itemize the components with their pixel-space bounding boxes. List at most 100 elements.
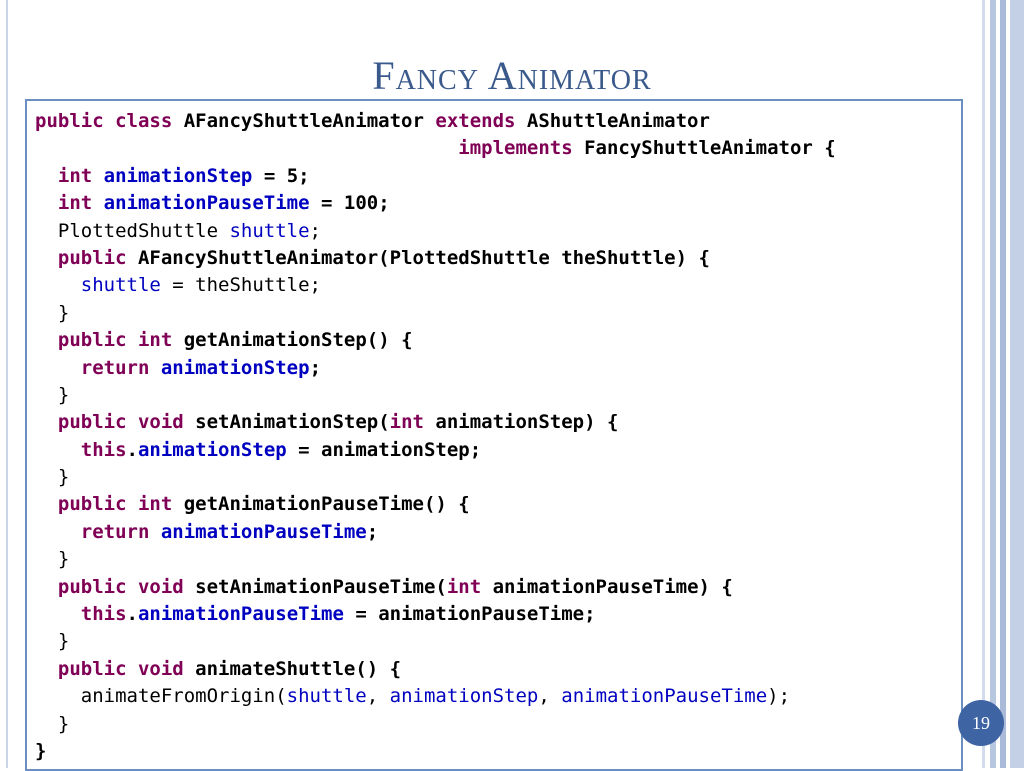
code-keyword: public [57,246,138,269]
code-field: animationStep [389,685,539,708]
code-text: = 100; [309,192,390,215]
code-keyword: extends [435,110,527,132]
code-field: animationPauseTime [137,603,344,626]
code-line: this.animationPauseTime = animationPause… [35,601,836,628]
code-field: shuttle [229,219,310,242]
code-text: } [35,739,47,762]
code-text: getAnimationStep() { [183,329,413,352]
code-text: = animationStep; [286,438,482,461]
code-text [35,192,58,214]
code-listing: public class AFancyShuttleAnimator exten… [35,108,836,765]
code-text: setAnimationStep( [195,411,390,434]
code-text [35,576,58,598]
code-line: } [35,464,836,491]
code-keyword: this [80,603,127,626]
code-text [35,658,58,680]
code-line: } [35,546,836,573]
code-text: } [35,301,70,324]
code-field: animationPauseTime [160,520,367,543]
code-keyword: public void [57,575,196,598]
code-text: ; [309,356,322,379]
code-text [35,274,81,296]
code-text: = theShuttle; [160,274,321,297]
code-line: implements FancyShuttleAnimator { [35,135,836,162]
slide-title: Fancy Animator [372,53,652,98]
code-text: , [366,685,390,708]
code-text: animationStep) { [435,411,619,434]
code-keyword: int [57,192,104,215]
code-text: AFancyShuttleAnimator [183,110,436,132]
code-line: public void setAnimationPauseTime(int an… [35,574,836,601]
code-line: } [35,300,836,327]
code-text: FancyShuttleAnimator { [584,137,836,160]
code-text: getAnimationPauseTime() { [183,493,470,516]
code-line: int animationStep = 5; [35,163,836,190]
code-text [35,603,81,625]
code-text [35,521,81,543]
code-line: } [35,628,836,655]
code-keyword: int [57,164,104,187]
code-text: . [126,603,138,626]
code-text: ; [309,219,321,242]
code-text [35,329,58,351]
code-line: public void setAnimationStep(int animati… [35,409,836,436]
code-field: animationPauseTime [561,685,768,708]
code-keyword: int [446,575,493,598]
code-text [35,165,58,187]
code-text: AFancyShuttleAnimator(PlottedShuttle the… [137,246,710,269]
code-keyword: public void [57,411,196,434]
code-line: return animationPauseTime; [35,519,836,546]
code-line: } [35,738,836,765]
code-text: PlottedShuttle [35,219,230,242]
code-keyword: public int [57,493,184,516]
code-field: shuttle [80,274,161,297]
code-line: return animationStep; [35,355,836,382]
code-text: } [35,712,70,735]
code-keyword: return [80,356,161,379]
code-line: int animationPauseTime = 100; [35,190,836,217]
code-box: public class AFancyShuttleAnimator exten… [25,99,963,771]
code-text: = 5; [252,164,310,187]
code-line: public void animateShuttle() { [35,656,836,683]
code-field: animationStep [137,438,287,461]
code-line: animateFromOrigin(shuttle, animationStep… [35,683,836,710]
code-line: public int getAnimationPauseTime() { [35,491,836,518]
code-text: } [35,630,70,653]
code-keyword: implements [458,137,585,160]
code-text: . [126,438,138,461]
code-text: animateShuttle() { [195,657,402,680]
code-text: AShuttleAnimator [526,110,710,132]
code-text [35,411,58,433]
code-text [35,247,58,269]
code-text: animationPauseTime) { [492,575,733,598]
code-line: public AFancyShuttleAnimator(PlottedShut… [35,245,836,272]
code-keyword: int [389,411,436,434]
slide-left-border [6,0,8,768]
code-text: setAnimationPauseTime( [195,575,447,598]
code-text: animateFromOrigin( [35,685,287,708]
code-text: , [538,685,562,708]
code-line: } [35,382,836,409]
code-field: animationPauseTime [103,192,310,215]
code-text: } [35,548,70,571]
code-text: } [35,383,70,406]
code-field: animationStep [103,164,253,187]
code-keyword: return [80,520,161,543]
code-text: ); [767,685,791,708]
code-line: public class AFancyShuttleAnimator exten… [35,108,836,135]
code-line: this.animationStep = animationStep; [35,437,836,464]
code-text: = animationPauseTime; [343,603,596,626]
code-keyword: this [80,438,127,461]
code-line: shuttle = theShuttle; [35,272,836,299]
code-text [35,493,58,515]
code-keyword: public void [57,657,196,680]
code-text: ; [366,520,379,543]
code-keyword: public int [57,329,184,352]
code-keyword: public class [35,110,184,132]
code-text [35,439,81,461]
slide-right-stripes [982,0,1024,768]
code-line: public int getAnimationStep() { [35,327,836,354]
code-line: } [35,711,836,738]
code-line: PlottedShuttle shuttle; [35,218,836,245]
code-field: animationStep [160,356,310,379]
